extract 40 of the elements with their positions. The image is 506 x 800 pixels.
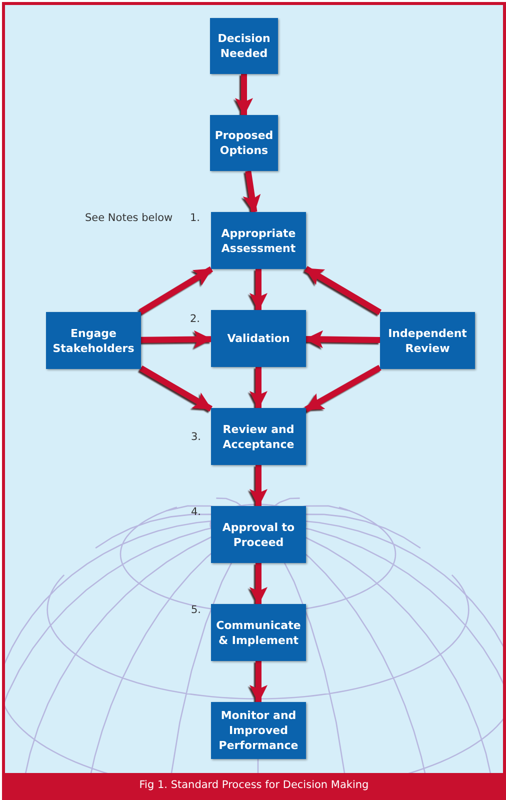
arrow [305, 330, 380, 348]
process-box [46, 312, 141, 369]
process-box [211, 506, 306, 563]
process-box [211, 702, 306, 759]
arrow [138, 266, 214, 315]
note-text: See Notes below [85, 212, 173, 224]
box-label: Monitor and Improved Performance [218, 708, 300, 753]
arrow [250, 269, 268, 311]
process-box [211, 408, 306, 465]
process-box [211, 212, 306, 269]
box-label: Decision Needed [216, 31, 272, 61]
arrow [250, 563, 268, 605]
box-label: Engage Stakeholders [52, 326, 136, 356]
arrow [304, 364, 382, 412]
box-label: Independent Review [387, 326, 468, 356]
box-label: Validation [226, 331, 291, 346]
arrow [242, 170, 261, 213]
caption-bar: Fig 1. Standard Process for Decision Making [5, 773, 503, 797]
step-number: 3. [191, 431, 202, 443]
arrow [250, 465, 268, 507]
step-number: 4. [191, 506, 202, 518]
arrow [235, 74, 253, 116]
process-box [210, 115, 278, 171]
box-label: Appropriate Assessment [220, 226, 297, 256]
process-box [211, 310, 306, 367]
box-label: Proposed Options [214, 128, 274, 158]
step-number: 1. [190, 212, 200, 224]
arrow [304, 266, 382, 315]
arrow [250, 661, 268, 703]
step-number: 2. [190, 313, 200, 325]
arrow [139, 366, 213, 412]
box-label: Review and Acceptance [222, 422, 296, 452]
arrow [140, 330, 212, 348]
arrow [250, 367, 268, 409]
process-box [210, 18, 278, 74]
process-box [211, 604, 306, 661]
box-label: Communicate & Implement [215, 618, 302, 648]
step-number: 5. [191, 604, 202, 616]
process-box [380, 312, 475, 369]
box-label: Approval to Proceed [221, 520, 296, 550]
